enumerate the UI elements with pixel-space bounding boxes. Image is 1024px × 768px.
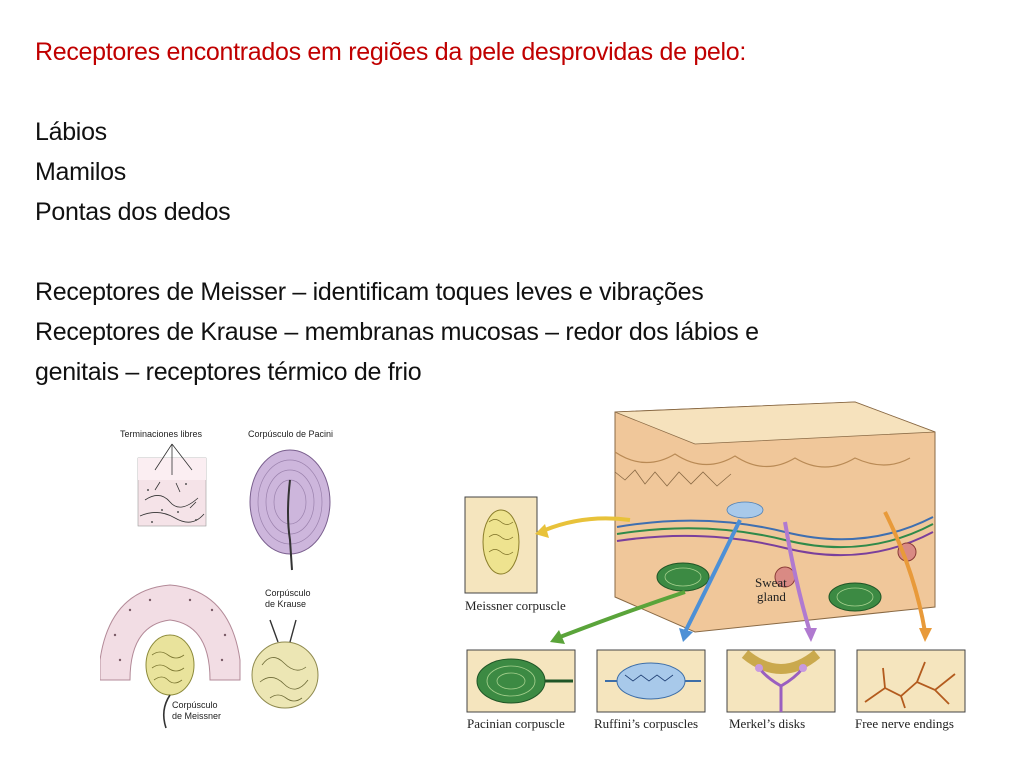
- pacinian-panel: [466, 649, 576, 713]
- krause-label-2: de Krause: [265, 599, 306, 609]
- krause-illustration: [251, 619, 319, 709]
- spacer: [35, 232, 995, 272]
- merkel-label: Merkel’s disks: [729, 716, 805, 731]
- meissner-label-1: Corpúsculo: [172, 700, 218, 710]
- free-endings-label: Terminaciones libres: [120, 429, 203, 439]
- right-skin-figure: Sweat gland Meissner corpuscle: [455, 392, 985, 737]
- slide-text: Receptores encontrados em regiões da pel…: [35, 32, 995, 392]
- meissner-panel: [464, 496, 538, 594]
- left-receptor-figure: Terminaciones libres Corpúsculo de Pacin…: [100, 420, 430, 730]
- sweat-label-2: gland: [757, 589, 786, 604]
- arrow-heads: [535, 524, 932, 644]
- pacini-label: Corpúsculo de Pacini: [248, 429, 333, 439]
- free-endings-illustration: [137, 443, 207, 527]
- ruffini-panel: [596, 649, 706, 713]
- meissner-corpuscle-label: Meissner corpuscle: [465, 598, 566, 613]
- region-mamilos: Mamilos: [35, 158, 126, 186]
- pacinian-label: Pacinian corpuscle: [467, 716, 565, 731]
- sweat-label-1: Sweat: [755, 575, 787, 590]
- slide-title: Receptores encontrados em regiões da pel…: [35, 38, 747, 66]
- ruffini-label: Ruffini’s corpuscles: [594, 716, 698, 731]
- skin-block-illustration: [614, 401, 936, 633]
- meissner-label-2: de Meissner: [172, 711, 221, 721]
- free-nerve-panel: [856, 649, 966, 713]
- merkel-panel: [726, 649, 836, 713]
- spacer: [35, 72, 995, 112]
- krause-label-1: Corpúsculo: [265, 588, 311, 598]
- pacini-illustration: [249, 449, 331, 571]
- krause-line-2: genitais – receptores térmico de frio: [35, 358, 422, 386]
- krause-line-1: Receptores de Krause – membranas mucosas…: [35, 318, 759, 346]
- meissner-illustration: [100, 584, 241, 729]
- region-labios: Lábios: [35, 118, 107, 146]
- meissner-line: Receptores de Meisser – identificam toqu…: [35, 278, 704, 306]
- region-pontas: Pontas dos dedos: [35, 198, 231, 226]
- arrows: [544, 511, 927, 639]
- free-nerve-label: Free nerve endings: [855, 716, 954, 731]
